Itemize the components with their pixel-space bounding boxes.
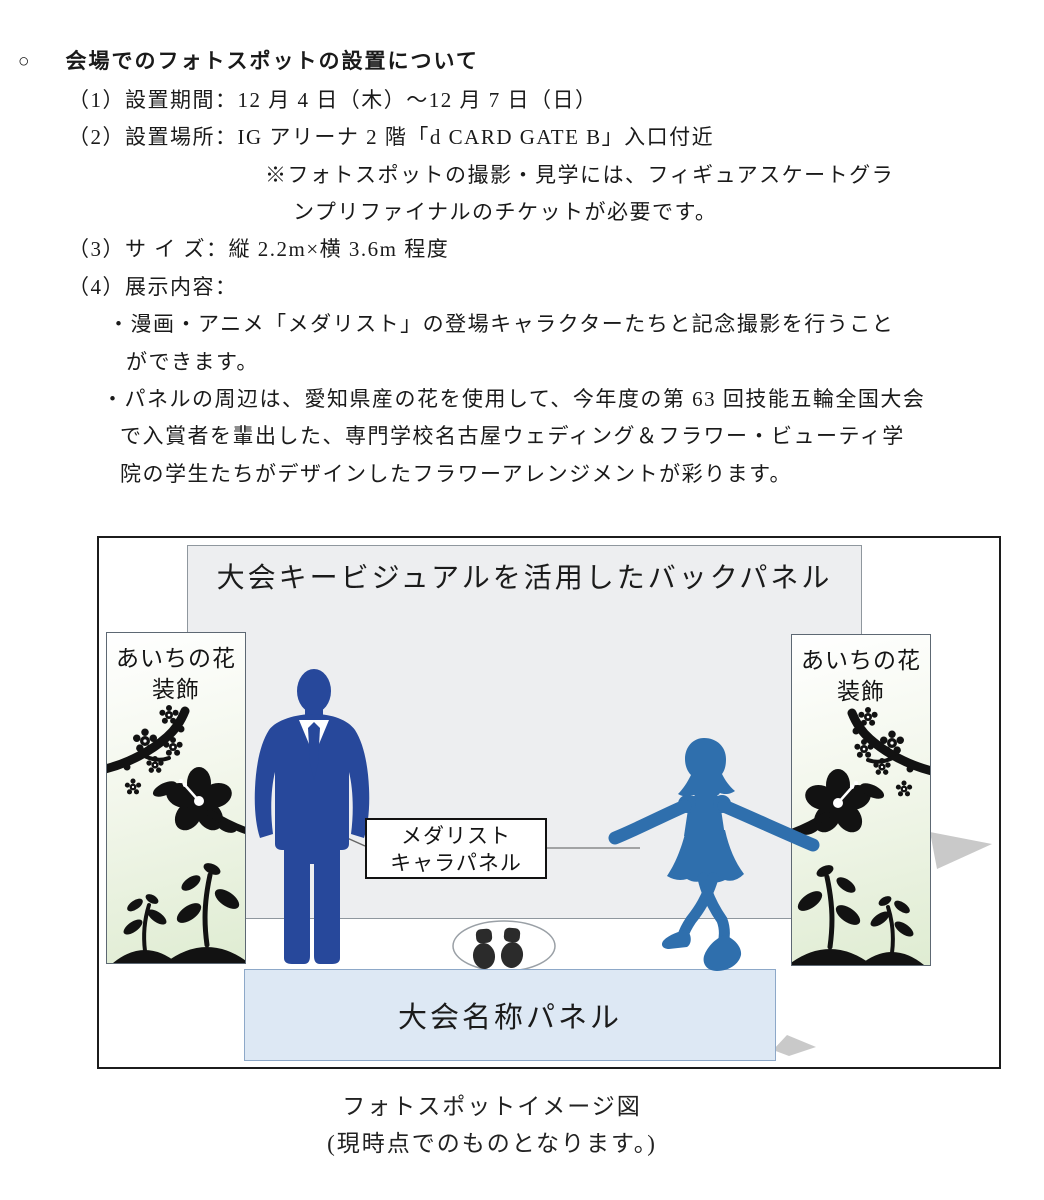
event-name-panel: 大会名称パネル — [244, 969, 776, 1061]
line-note-ticket-1: ※フォトスポットの撮影・見学には、フィギュアスケートグラ — [265, 163, 895, 187]
flower-panel-right-label: あいちの花 装飾 — [801, 647, 921, 704]
line-note-ticket-2: ンプリファイナルのチケットが必要です。 — [293, 200, 718, 224]
line-bullet-flowers-3: 院の学生たちがデザインしたフラワーアレンジメントが彩ります。 — [120, 462, 793, 486]
caption-line-1: フォトスポットイメージ図 — [342, 1094, 642, 1119]
sprouts — [113, 863, 245, 963]
event-name-panel-label: 大会名称パネル — [397, 1002, 622, 1034]
heading-circle-marker: ○ — [18, 51, 32, 72]
flower-panel-left: あいちの花 装飾 — [106, 632, 246, 964]
back-panel-label: 大会キービジュアルを活用したバックパネル — [216, 562, 833, 593]
plum-blossoms — [123, 705, 185, 795]
suit-man-silhouette-icon — [254, 669, 370, 964]
line-bullet-flowers-2: で入賞者を輩出した、専門学校名古屋ウェディング＆フラワー・ビューティ学 — [120, 424, 905, 448]
line-bullet-flowers-1: ・パネルの周辺は、愛知県産の花を使用して、今年度の第 63 回技能五輪全国大会 — [102, 387, 926, 411]
drop-shadow-shapes — [773, 832, 992, 1056]
hibiscus — [152, 767, 245, 835]
flower-decoration-icon — [107, 705, 245, 963]
caption-line-2: (現時点でのものとなります。) — [327, 1131, 657, 1156]
callout-connector-lines — [326, 828, 640, 849]
flower-decoration-icon — [792, 707, 930, 965]
flower-panel-left-label: あいちの花 装飾 — [116, 645, 236, 702]
skater-girl-silhouette-icon — [608, 738, 820, 971]
heading-text: 会場でのフォトスポットの設置について — [65, 50, 479, 73]
line-exhibit-content: （4）展示内容： — [68, 275, 238, 299]
character-panel-callout: メダリスト キャラパネル — [365, 818, 547, 879]
line-bullet-medalist-1: ・漫画・アニメ「メダリスト」の登場キャラクターたちと記念撮影を行うこと — [108, 312, 895, 336]
line-bullet-medalist-2: ができます。 — [126, 350, 259, 374]
photo-spot-diagram: 大会キービジュアルを活用したバックパネル 大会名称パネル あいちの花 装飾 — [97, 536, 1001, 1069]
line-size: （3）サ イ ズ：縦 2.2m×横 3.6m 程度 — [68, 237, 450, 261]
section-heading: ○ 会場でのフォトスポットの設置について — [18, 45, 479, 75]
line-installation-period: （1）設置期間：12 月 4 日（木）～12 月 7 日（日） — [68, 88, 598, 112]
diagram-caption: フォトスポットイメージ図 (現時点でのものとなります。) — [92, 1088, 892, 1162]
flower-panel-right: あいちの花 装飾 — [791, 634, 931, 966]
line-installation-place: （2）設置場所：IG アリーナ 2 階「d CARD GATE B」入口付近 — [68, 125, 715, 149]
